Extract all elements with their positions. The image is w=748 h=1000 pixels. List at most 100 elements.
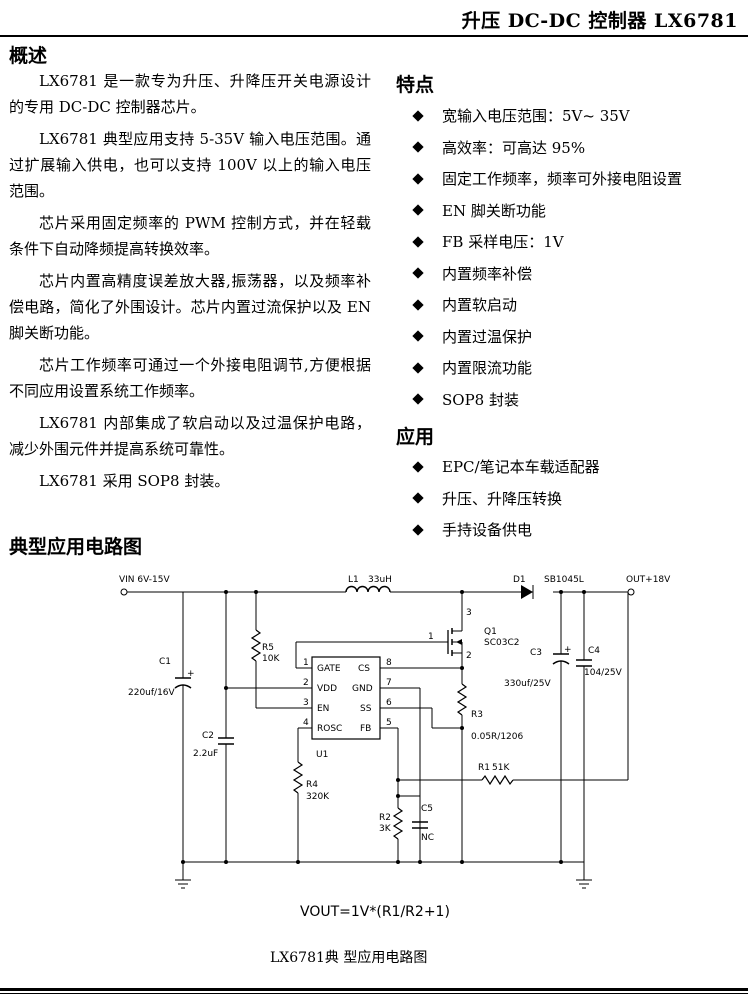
feature-item: 内置软启动 <box>412 289 742 321</box>
diode-symbol <box>521 585 533 599</box>
r1-label: R1 <box>478 763 490 773</box>
c1-label: C1 <box>159 657 171 667</box>
feature-item: SOP8 封装 <box>412 384 742 416</box>
r4-label: R4 <box>306 780 318 790</box>
circuit-caption: LX6781典 型应用电路图 <box>270 950 428 966</box>
r5-value: 10K <box>262 654 280 664</box>
feature-item: 固定工作频率，频率可外接电阻设置 <box>412 163 742 195</box>
pin-label-gnd: GND <box>352 684 373 694</box>
diamond-bullet-icon <box>412 236 424 248</box>
features-list: 宽输入电压范围：5V~ 35V 高效率：可高达 95% 固定工作频率，频率可外接… <box>412 100 742 415</box>
pin-number-7: 7 <box>386 678 392 688</box>
feature-item: FB 采样电压：1V <box>412 226 742 258</box>
page-header-title: 升压 DC-DC 控制器 LX6781 <box>461 10 738 32</box>
c1-value: 220uf/16V <box>128 688 176 698</box>
q1-pin-2: 2 <box>466 651 472 661</box>
pin-label-fb: FB <box>360 724 371 734</box>
r4-value: 320K <box>306 792 330 802</box>
d1-value: SB1045L <box>544 575 584 585</box>
feature-text: 内置限流功能 <box>442 359 533 378</box>
c3-label: C3 <box>530 648 542 658</box>
applications-list: EPC/笔记本车载适配器 升压、升降压转换 手持设备供电 <box>412 451 742 546</box>
feature-text: SOP8 封装 <box>442 390 519 409</box>
circuit-fills <box>181 585 586 864</box>
overview-paragraph: LX6781 典型应用支持 5-35V 输入电压范围。通过扩展输入供电，也可以支… <box>9 130 371 200</box>
l1-label: L1 <box>348 575 359 585</box>
diamond-bullet-icon <box>412 461 424 473</box>
circuit-heading: 典型应用电路图 <box>9 536 143 558</box>
diamond-bullet-icon <box>412 267 424 279</box>
l1-value: 33uH <box>368 575 392 585</box>
feature-text: EN 脚关断功能 <box>442 201 546 220</box>
feature-text: 宽输入电压范围：5V~ 35V <box>442 107 630 126</box>
feature-text: 内置频率补偿 <box>442 264 533 283</box>
feature-item: 内置过温保护 <box>412 321 742 353</box>
feature-text: 固定工作频率，频率可外接电阻设置 <box>442 170 683 189</box>
feature-text: FB 采样电压：1V <box>442 233 564 252</box>
overview-paragraph: LX6781 是一款专为升压、升降压开关电源设计的专用 DC-DC 控制器芯片。 <box>9 72 371 116</box>
pin-label-ss: SS <box>360 704 372 714</box>
pin-number-4: 4 <box>303 718 309 728</box>
pin-label-rosc: ROSC <box>317 724 342 734</box>
diamond-bullet-icon <box>412 110 424 122</box>
applications-heading: 应用 <box>396 426 435 448</box>
u1-label: U1 <box>316 750 328 760</box>
r1-value: 51K <box>492 763 510 773</box>
diamond-bullet-icon <box>412 393 424 405</box>
diamond-bullet-icon <box>412 524 424 536</box>
pin-label-vdd: VDD <box>317 684 337 694</box>
application-item: 升压、升降压转换 <box>412 483 742 515</box>
diamond-bullet-icon <box>412 141 424 153</box>
mosfet-arrow-icon <box>456 639 462 645</box>
q1-pin-1: 1 <box>428 632 434 642</box>
pin-label-gate: GATE <box>317 664 341 674</box>
c3-plus: + <box>564 645 572 655</box>
overview-heading: 概述 <box>9 45 48 67</box>
diamond-bullet-icon <box>412 492 424 504</box>
q1-value: SC03C2 <box>484 638 519 648</box>
application-item: EPC/笔记本车载适配器 <box>412 451 742 483</box>
overview-paragraph: 芯片采用固定频率的 PWM 控制方式，并在轻载条件下自动降频提高转换效率。 <box>9 214 371 258</box>
pin-number-3: 3 <box>303 698 309 708</box>
c5-label: C5 <box>421 804 433 814</box>
vout-formula: VOUT=1V*(R1/R2+1) <box>300 904 450 920</box>
diamond-bullet-icon <box>412 173 424 185</box>
header-rule <box>0 35 748 37</box>
c5-value: NC <box>421 833 434 843</box>
c4-label: C4 <box>588 646 600 656</box>
pin-number-6: 6 <box>386 698 392 708</box>
vout-label: OUT+18V <box>626 575 671 585</box>
c3-value: 330uf/25V <box>504 679 552 689</box>
overview-paragraph: LX6781 采用 SOP8 封装。 <box>39 472 230 490</box>
d1-label: D1 <box>513 575 526 585</box>
feature-item: EN 脚关断功能 <box>412 195 742 227</box>
application-text: 升压、升降压转换 <box>442 489 563 508</box>
c2-label: C2 <box>202 731 214 741</box>
c2-value: 2.2uF <box>193 749 218 759</box>
diamond-bullet-icon <box>412 330 424 342</box>
vin-label: VIN 6V-15V <box>119 575 170 585</box>
overview-paragraph: 芯片工作频率可通过一个外接电阻调节,方便根据不同应用设置系统工作频率。 <box>9 356 371 400</box>
feature-text: 内置软启动 <box>442 296 518 315</box>
overview-body: LX6781 是一款专为升压、升降压开关电源设计的专用 DC-DC 控制器芯片。… <box>9 68 371 500</box>
c1-plus: + <box>187 669 195 679</box>
pin-label-cs: CS <box>358 664 370 674</box>
footer-rule-thin <box>0 993 748 994</box>
pin-number-5: 5 <box>386 718 392 728</box>
diamond-bullet-icon <box>412 362 424 374</box>
r2-value: 3K <box>379 824 392 834</box>
feature-item: 宽输入电压范围：5V~ 35V <box>412 100 742 132</box>
typical-application-circuit: VIN 6V-15V OUT+18V L1 33uH D1 SB1045L Q1… <box>119 575 671 889</box>
feature-item: 高效率：可高达 95% <box>412 132 742 164</box>
feature-text: 内置过温保护 <box>442 327 533 346</box>
q1-label: Q1 <box>484 627 497 637</box>
application-item: 手持设备供电 <box>412 514 742 546</box>
application-text: EPC/笔记本车载适配器 <box>442 458 600 477</box>
r5-label: R5 <box>262 643 274 653</box>
footer-rule <box>0 988 748 991</box>
c4-value: 104/25V <box>584 668 623 678</box>
features-heading: 特点 <box>396 74 435 96</box>
q1-pin-3: 3 <box>466 608 472 618</box>
overview-paragraph: LX6781 内部集成了软启动以及过温保护电路，减少外围元件并提高系统可靠性。 <box>9 414 371 458</box>
r3-label: R3 <box>471 710 483 720</box>
